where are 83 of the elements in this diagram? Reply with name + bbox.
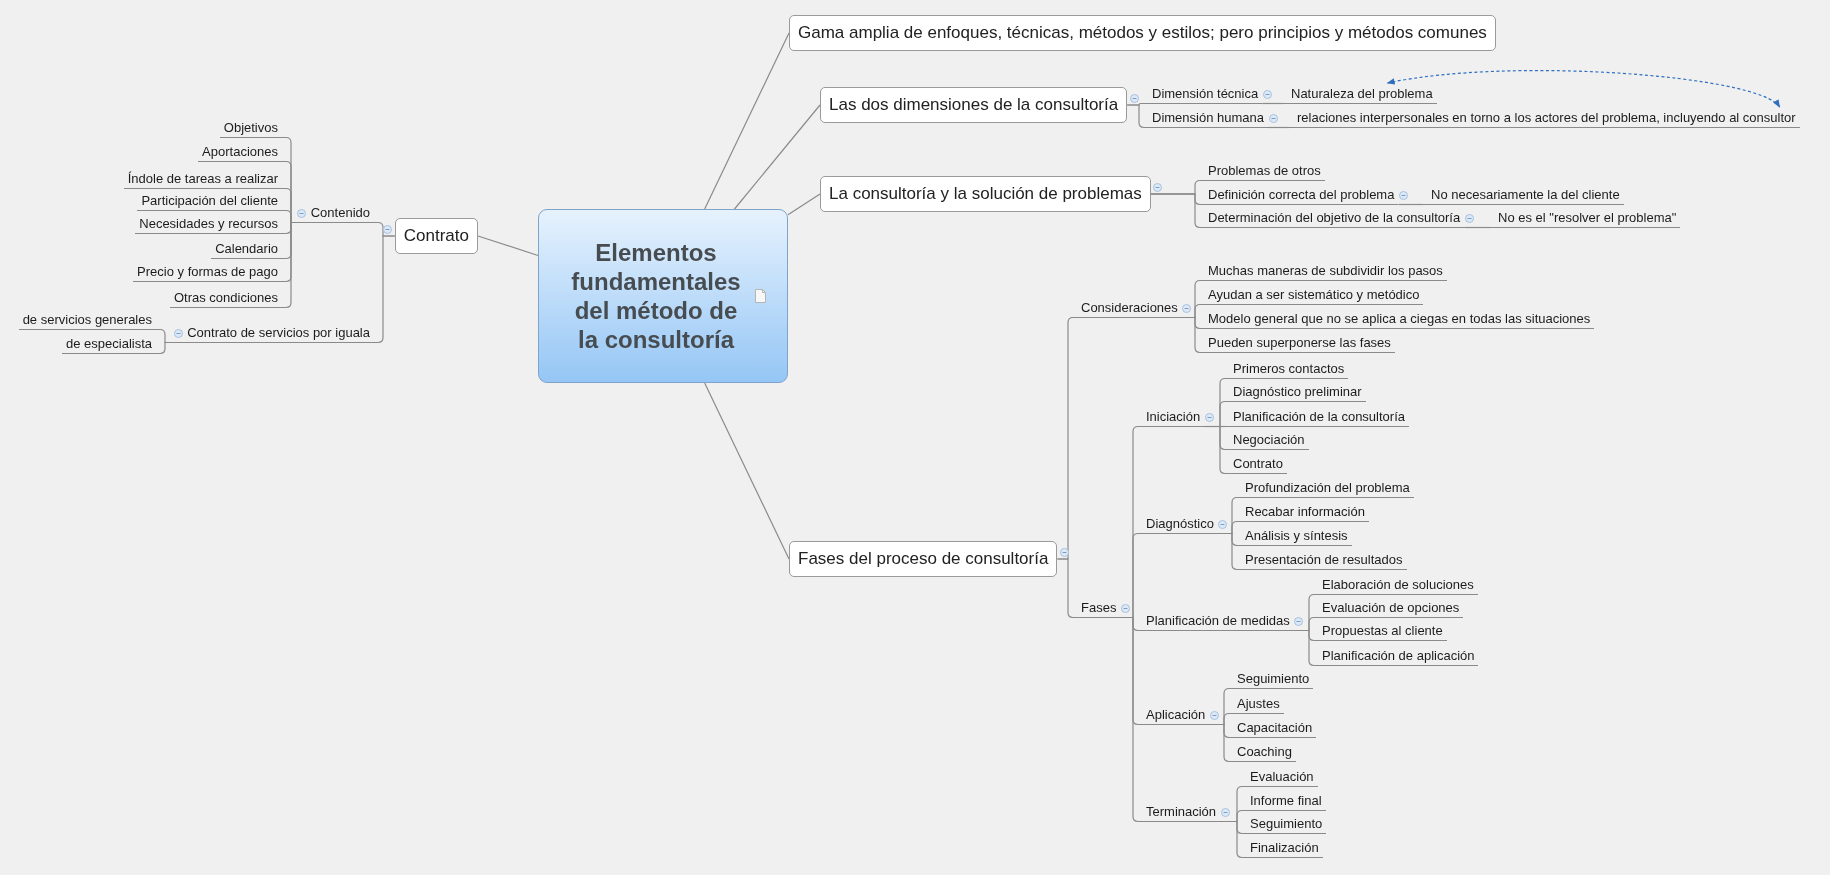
subtopic-label: relaciones interpersonales en torno a los actores del problema, incluyendo al consultor <box>1289 107 1800 128</box>
subtopic-label: Dimensión técnica <box>1144 83 1263 104</box>
branch-line <box>285 221 308 309</box>
branch-line <box>477 235 539 257</box>
subtopic-label: Ajustes <box>1229 693 1284 714</box>
subtopic-label: Definición correcta del problema <box>1200 184 1399 205</box>
branch-line <box>1293 629 1315 667</box>
subtopic-label: Planificación de aplicación <box>1314 645 1479 666</box>
subtopic-label: Otras condiciones <box>169 287 286 308</box>
subtopic-label: Negociación <box>1225 429 1309 450</box>
subtopic-label: Contrato <box>1225 453 1287 474</box>
subtopic-label: Determinación del objetivo de la consultoría <box>1200 207 1465 228</box>
subtopic-label: Pueden superponerse las fases <box>1200 332 1395 353</box>
branch-line <box>1056 558 1074 619</box>
topic-box: La consultoría y la solución de problemas <box>820 176 1151 212</box>
subtopic-label: Recabar información <box>1237 501 1369 522</box>
subtopic-label: Calendario <box>211 238 286 259</box>
branch-line <box>1203 425 1226 475</box>
subtopic-label: Modelo general que no se aplica a ciegas en todas las situaciones <box>1200 308 1595 329</box>
subtopic-label: Informe final <box>1242 790 1326 811</box>
subtopic-label: Capacitación <box>1229 717 1317 738</box>
branch-line <box>159 341 184 355</box>
subtopic-label: Aplicación <box>1138 704 1210 725</box>
branch-line <box>1261 102 1284 105</box>
subtopic-label: de especialista <box>62 333 160 354</box>
central-topic-box <box>538 209 788 383</box>
branch-line <box>1397 203 1424 206</box>
subtopic-label: de servicios generales <box>18 309 160 330</box>
subtopic-label: Presentación de resultados <box>1237 549 1407 570</box>
branch-line <box>1150 193 1201 229</box>
subtopic-label: Análisis y síntesis <box>1237 525 1352 546</box>
subtopic-label: Profundización del problema <box>1237 477 1414 498</box>
subtopic-label: Necesidades y recursos <box>135 213 286 234</box>
subtopic-label: Propuestas al cliente <box>1314 620 1447 641</box>
subtopic-label: Aportaciones <box>198 141 286 162</box>
subtopic-label: Objetivos <box>219 117 286 138</box>
topic-box: Contrato <box>394 218 478 254</box>
subtopic-label: Problemas de otros <box>1200 160 1325 181</box>
subtopic-label: Iniciación <box>1138 406 1205 427</box>
subtopic-label: Fases <box>1073 597 1121 618</box>
subtopic-label: Contrato de servicios por iguala <box>183 322 378 343</box>
subtopic-label: Primeros contactos <box>1225 358 1349 379</box>
subtopic-label: Consideraciones <box>1073 297 1182 318</box>
branch-line <box>1208 723 1230 763</box>
subtopic-label: Seguimiento <box>1242 813 1327 834</box>
branch-line <box>1217 532 1238 571</box>
subtopic-label: Evaluación de opciones <box>1314 597 1464 618</box>
branch-line <box>1219 820 1243 859</box>
subtopic-label: Ayudan a ser sistemático y metódico <box>1200 284 1424 305</box>
subtopic-label: Terminación <box>1138 801 1221 822</box>
branch-line <box>1267 126 1290 129</box>
relationship-arrow <box>1386 69 1781 108</box>
branch-line <box>1463 226 1491 229</box>
topic-box: Las dos dimensiones de la consultoría <box>820 87 1128 123</box>
branch-line <box>704 382 790 560</box>
branch-line <box>787 193 821 216</box>
subtopic-label: Naturaleza del problema <box>1283 83 1437 104</box>
subtopic-label: Participación del cliente <box>137 190 286 211</box>
subtopic-label: Índole de tareas a realizar <box>123 168 286 189</box>
topic-box: Gama amplia de enfoques, técnicas, métodos y estilos; pero principios y métodos comunes <box>789 15 1496 51</box>
subtopic-label: No necesariamente la del cliente <box>1423 184 1624 205</box>
branch-line <box>1181 316 1201 354</box>
branch-line <box>1119 616 1139 823</box>
subtopic-label: Diagnóstico preliminar <box>1225 381 1366 402</box>
branch-line <box>704 32 790 210</box>
branch-line <box>733 104 821 210</box>
branch-line <box>377 235 396 344</box>
subtopic-label: Elaboración de soluciones <box>1314 574 1478 595</box>
subtopic-label: Muchas maneras de subdividir los pasos <box>1200 260 1447 281</box>
subtopic-label: Diagnóstico <box>1138 513 1218 534</box>
subtopic-label: No es el "resolver el problema" <box>1490 207 1681 228</box>
topic-box: Fases del proceso de consultoría <box>789 541 1058 577</box>
subtopic-label: Planificación de medidas <box>1138 610 1294 631</box>
subtopic-label: Dimensión humana <box>1144 107 1268 128</box>
branch-line <box>1126 104 1145 129</box>
central-topic-title: Elementos fundamentales del método de la consultoría <box>570 238 742 354</box>
subtopic-label: Finalización <box>1242 837 1323 858</box>
subtopic-label: Evaluación <box>1242 766 1318 787</box>
subtopic-label: Seguimiento <box>1229 668 1314 689</box>
subtopic-label: Planificación de la consultoría <box>1225 406 1409 427</box>
subtopic-label: Coaching <box>1229 741 1296 762</box>
subtopic-label: Precio y formas de pago <box>133 261 286 282</box>
subtopic-label: Contenido <box>306 202 378 223</box>
